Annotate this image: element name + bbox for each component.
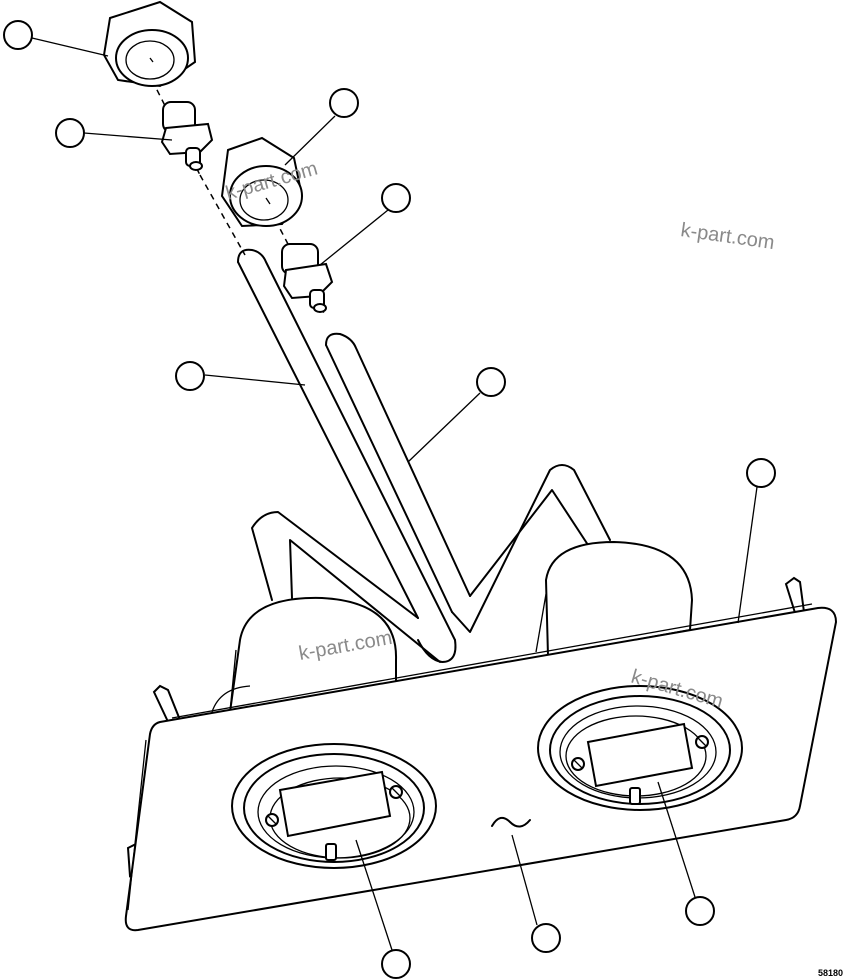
- gauge-body-right: [535, 540, 694, 658]
- gauge-left: [231, 743, 437, 869]
- callout-1: [3, 20, 33, 50]
- callout-3: [329, 88, 359, 118]
- hex-nut-top: [102, 0, 197, 88]
- callout-4: [381, 183, 411, 213]
- watermark-2: k-part.com: [679, 219, 776, 254]
- hex-nut-middle: [220, 136, 304, 228]
- callouts: [3, 20, 776, 979]
- callout-7: [746, 458, 776, 488]
- fitting-middle: [281, 243, 334, 313]
- tube-left: [237, 248, 457, 663]
- gauge-right: [537, 685, 743, 811]
- fitting-top: [160, 101, 214, 171]
- callout-6: [476, 367, 506, 397]
- tilde-mark: [491, 816, 531, 828]
- callout-10: [381, 949, 411, 979]
- tube-right: [325, 332, 611, 633]
- leader-lines: [31, 37, 758, 951]
- callout-5: [175, 361, 205, 391]
- callout-9: [531, 923, 561, 953]
- callout-2: [55, 118, 85, 148]
- callout-8: [685, 896, 715, 926]
- gauge-body-left: [211, 596, 398, 714]
- reference-number: 58180: [818, 968, 843, 978]
